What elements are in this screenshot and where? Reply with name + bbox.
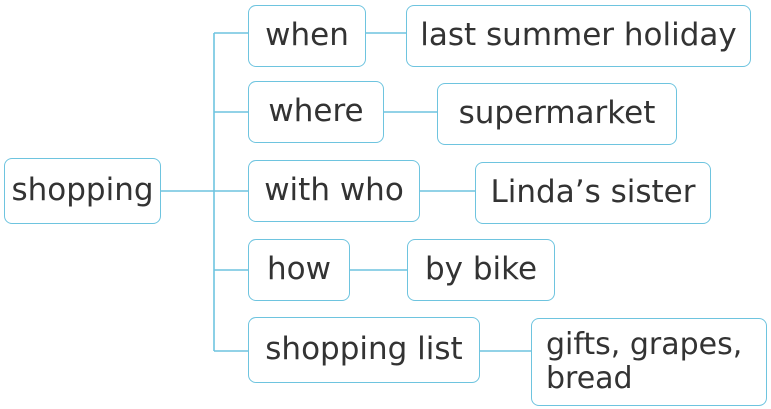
root-label: shopping [11,172,154,209]
key-node-how: how [248,239,350,301]
value-line: gifts, grapes, [546,326,743,362]
key-label: how [267,251,331,288]
value-label: by bike [424,251,538,288]
value-label: supermarket [458,95,656,132]
value-node-how: by bike [407,239,555,301]
value-node-where: supermarket [437,83,677,145]
key-label: where [268,93,364,130]
key-label: shopping list [265,331,463,368]
value-line: bread [546,361,633,396]
value-label: Linda’s sister [490,174,696,211]
value-label: last summer holiday [420,17,737,54]
key-node-when: when [248,5,366,67]
value-node-when: last summer holiday [406,5,751,67]
value-node-shopping-list: gifts, grapes, bread [531,318,767,406]
key-node-where: where [248,81,384,143]
key-node-shopping-list: shopping list [248,317,480,383]
key-label: with who [264,172,404,209]
value-text-block: gifts, grapes, bread [546,326,743,397]
root-node-shopping: shopping [4,158,161,224]
value-node-with-who: Linda’s sister [475,162,711,224]
key-node-with-who: with who [248,160,420,222]
key-label: when [265,17,349,54]
